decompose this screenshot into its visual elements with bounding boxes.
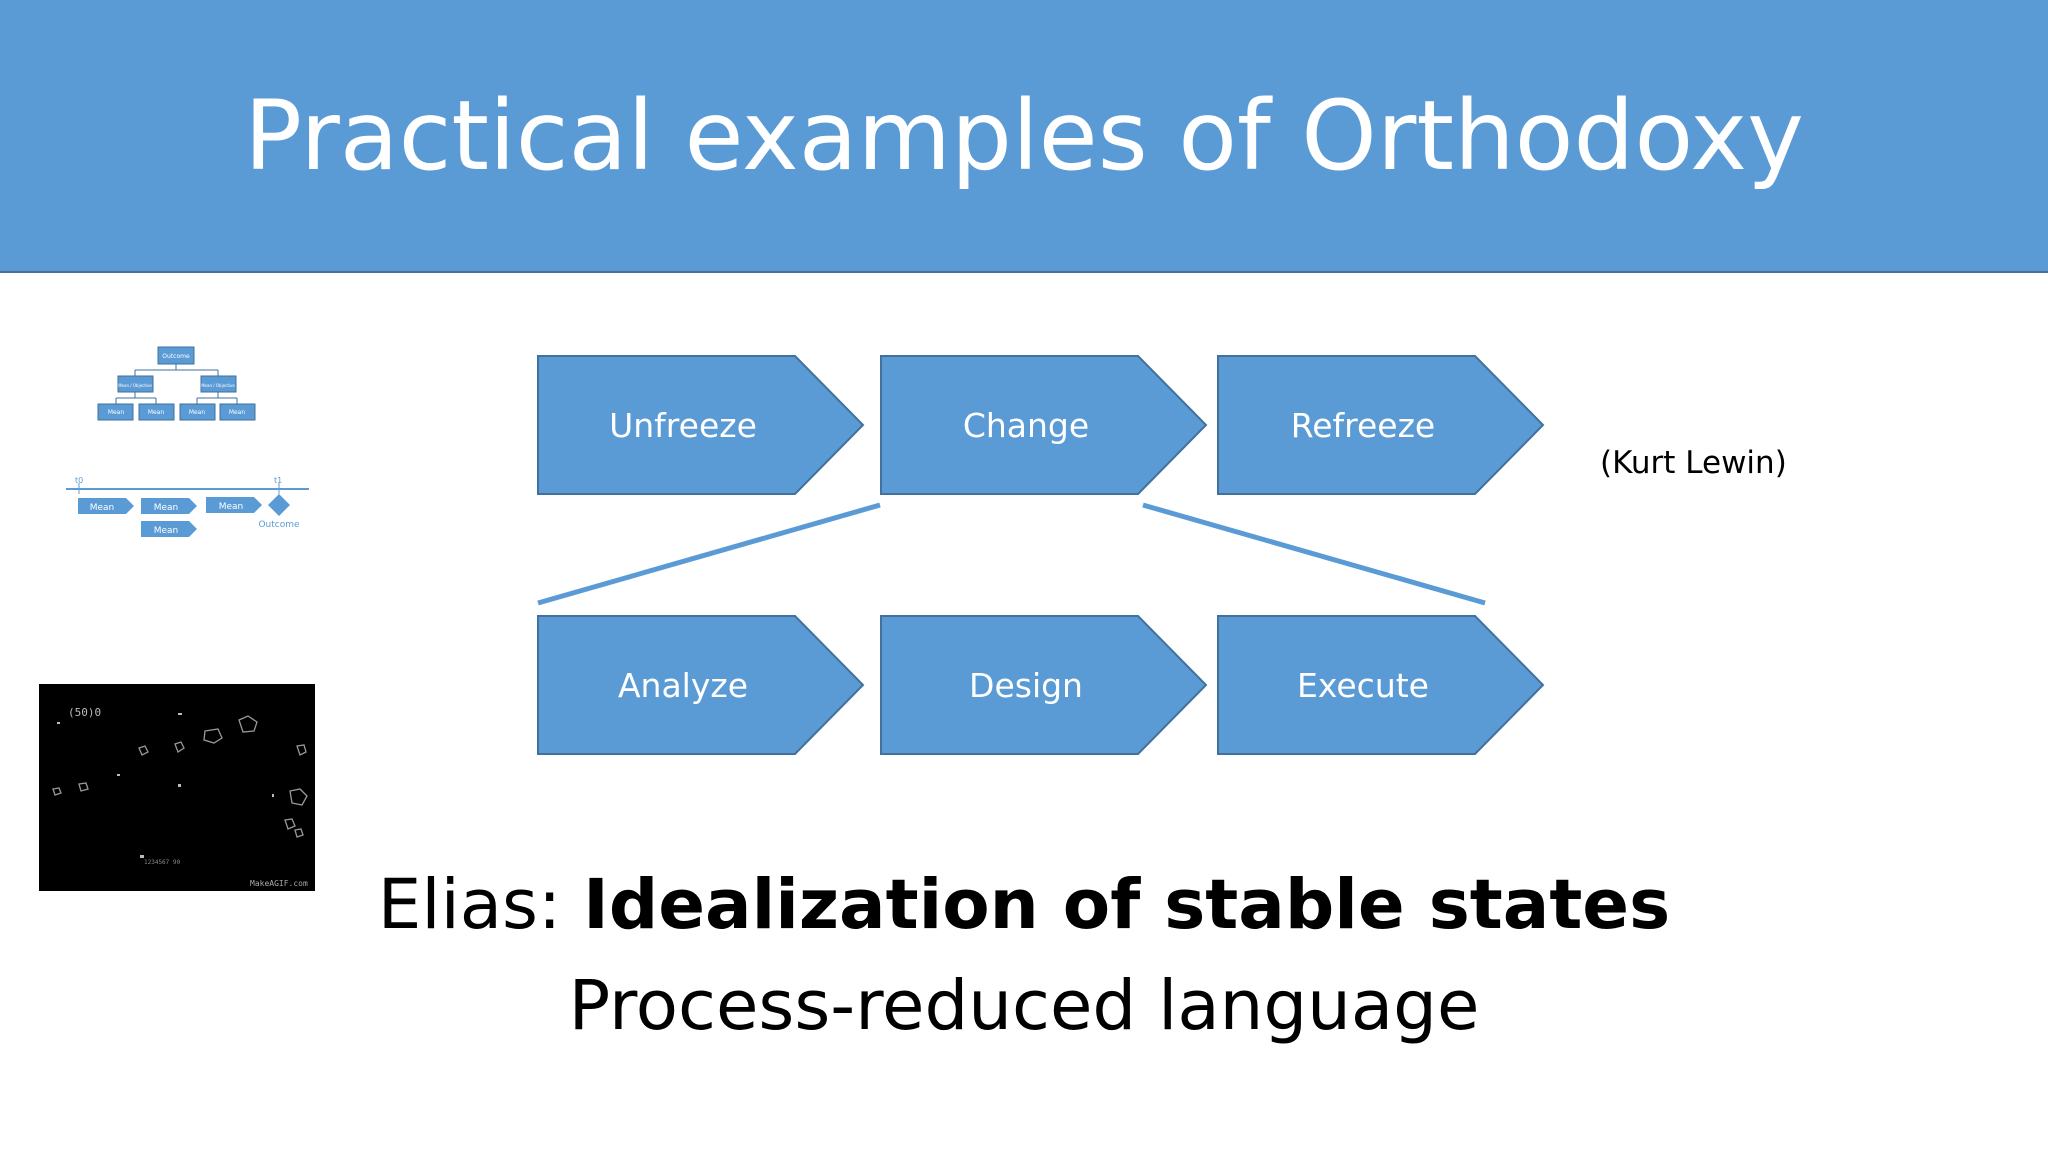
caption-line-1: Elias: Idealization of stable states: [0, 855, 2048, 956]
slide-title: Practical examples of Orthodoxy: [244, 79, 1804, 192]
timeline-mean-3: Mean: [219, 502, 244, 512]
caption-line-2: Process-reduced language: [568, 966, 1480, 1046]
game-score: (50)0: [68, 706, 101, 719]
connector-left: [537, 502, 881, 606]
hier-l2-1: Mean / Objective: [118, 383, 152, 388]
outcome-diamond-icon: [268, 494, 290, 516]
step-analyze-label: Analyze: [618, 666, 748, 705]
step-change: Change: [880, 355, 1208, 495]
caption-prefix: Elias:: [377, 865, 584, 945]
step-unfreeze-label: Unfreeze: [609, 406, 757, 445]
attribution: (Kurt Lewin): [1600, 445, 1787, 481]
hier-l3-1: Mean: [108, 409, 125, 416]
step-change-label: Change: [963, 406, 1089, 445]
hierarchy-thumbnail: Outcome Mean / Objective Mean / Objectiv…: [97, 346, 256, 421]
timeline-start: t0: [75, 476, 83, 485]
hier-l2-2: Mean / Objective: [201, 383, 235, 388]
hier-l3-3: Mean: [189, 409, 206, 416]
game-watermark: MakeAGIF.com: [250, 879, 308, 888]
timeline-mean-2: Mean: [154, 503, 179, 513]
connector-right: [1142, 502, 1486, 606]
step-design-label: Design: [969, 666, 1083, 705]
caption-bold: Idealization of stable states: [583, 865, 1671, 945]
step-execute-label: Execute: [1297, 666, 1429, 705]
timeline-thumbnail: t0 t1 Mean Mean Mean Mean Outcome: [66, 476, 309, 537]
caption: Elias: Idealization of stable states Pro…: [0, 855, 2048, 1057]
hier-l3-2: Mean: [148, 409, 165, 416]
game-status-text: 1234567 90: [144, 859, 181, 866]
title-bar: Practical examples of Orthodoxy: [0, 0, 2048, 273]
hier-root: Outcome: [162, 353, 190, 360]
step-execute: Execute: [1217, 615, 1545, 755]
step-unfreeze: Unfreeze: [537, 355, 865, 495]
step-design: Design: [880, 615, 1208, 755]
timeline-mean-4: Mean: [154, 526, 179, 536]
hier-l3-4: Mean: [229, 409, 246, 416]
step-refreeze: Refreeze: [1217, 355, 1545, 495]
timeline-end: t1: [274, 476, 282, 485]
timeline-outcome: Outcome: [258, 520, 300, 530]
step-refreeze-label: Refreeze: [1291, 406, 1435, 445]
asteroid-shapes: [52, 715, 308, 838]
game-debris: [57, 713, 274, 858]
game-thumbnail: (50)0 1234567 90 MakeAGIF.com: [39, 684, 315, 891]
step-analyze: Analyze: [537, 615, 865, 755]
timeline-mean-1: Mean: [90, 503, 115, 513]
